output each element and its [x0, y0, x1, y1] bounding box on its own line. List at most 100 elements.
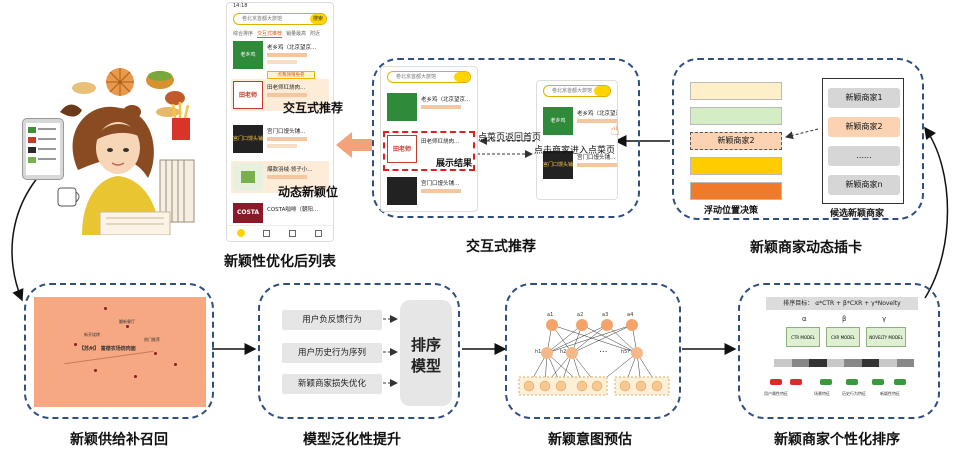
arrow-candidate-to-float [785, 128, 819, 140]
home-icon[interactable] [237, 229, 245, 237]
shop-card[interactable]: 田老师 田老师红烧肉... [231, 79, 329, 111]
callout-interactive: 交互式推荐 [283, 101, 344, 115]
candidate-item: ...... [828, 146, 900, 166]
phone-search-bar[interactable]: 卷北京首都大旅馆 [387, 71, 471, 83]
phone-status-time: 14:18 [233, 3, 248, 9]
feature-label: 用户属性特征 [764, 391, 788, 396]
green-bag-logo [233, 163, 263, 191]
recall-map: 【苏州】 富德农场烧肉面 翻新餐厅 新开烧烤 热门推荐 [34, 297, 206, 407]
feature-label: 历史行为特征 [842, 391, 866, 396]
label-candidates: 候选新颖商家 [830, 209, 885, 219]
shop-name: 田老师红烧肉... [267, 85, 306, 91]
feature-node [770, 379, 782, 385]
orange-arrow [336, 132, 372, 158]
map-label: 翻新餐厅 [119, 319, 135, 324]
novelty-model-box: NOVELTY MODEL [866, 327, 906, 347]
title-model-gen: 模型泛化性提升 [303, 432, 401, 448]
shop-card[interactable]: 宫门口馒头铺 宫门口馒头铺... [231, 123, 329, 155]
map-label: 【苏州】 富德农场烧肉面 [79, 346, 136, 352]
callout-dynamic: 动态新颖位 [278, 185, 339, 199]
weight-gamma: γ [882, 315, 887, 323]
costa-logo: COSTA [233, 203, 263, 223]
neural-network-diagram [518, 319, 670, 396]
phone-search-bar[interactable]: 卷北京首都大旅馆 [543, 85, 611, 97]
shop-card[interactable]: COSTA COSTA咖啡（朝阳... [231, 201, 329, 223]
nav-icon[interactable] [289, 230, 296, 237]
model-label-1: 排序 [410, 336, 441, 354]
coupon-badge[interactable]: 点我领限免卷 [267, 71, 315, 79]
shop-name: COSTA咖啡（朝阳... [267, 207, 319, 213]
insert-panel: 新颖商家2 浮动位置决策 新颖商家1 新颖商家2 ...... 新颖商家n 候选… [672, 58, 924, 220]
shop-card[interactable]: 老乡鸡（北京望京... [385, 91, 473, 123]
shop-card[interactable]: 爆款羽绒·领子小... [231, 161, 329, 193]
feature-label: 新颖性特征 [880, 391, 900, 396]
title-list-after: 新颖性优化后列表 [224, 254, 336, 270]
laoxiangji-logo: 老乡鸡 [233, 41, 263, 69]
highlight-result-box [383, 131, 475, 171]
rank-panel: 排序目标： α*CTR + β*CXR + γ*Novelty α β γ CT… [738, 283, 940, 419]
shop-name: 宫门口馒头铺... [267, 129, 306, 135]
woman-reading-figure [57, 68, 195, 236]
map-label: 热门推荐 [144, 337, 160, 342]
cxr-model-box: CXR MODEL [826, 327, 860, 347]
shop-card[interactable]: 老乡鸡 老乡鸡（北京望京... [231, 39, 329, 71]
input-loss-optimize: 新颖商家损失优化 [282, 374, 382, 394]
pointer-hand-icon: ☝ [610, 120, 620, 139]
node-label-a4: a4 [627, 312, 634, 318]
feature-node [820, 379, 832, 385]
phone-tab[interactable]: 附近 [310, 31, 321, 37]
interactive-phone-right: 卷北京首都大旅馆 老乡鸡 老乡鸡（北京望京... 宫门口馒头铺 宫门口馒头铺..… [536, 80, 618, 200]
node-label-hn: h5? [621, 349, 631, 355]
weight-alpha: α [802, 315, 807, 323]
intent-panel: a1 a2 a3 a4 h1 h2 h5? ... [505, 283, 681, 419]
phone-tabs: 综合排序 交互式推荐 销量最高 附近 [227, 27, 333, 41]
tianlaoshi-logo: 田老师 [233, 81, 263, 109]
phone-tab[interactable]: 销量最高 [286, 31, 307, 37]
feature-node [790, 379, 802, 385]
shop-name: 老乡鸡（北京望京... [267, 45, 317, 51]
ellipsis-dots: ... [599, 345, 608, 355]
arc-right-arrow [924, 126, 949, 299]
phone-search-text: 卷北京首都大旅馆 [242, 16, 283, 22]
candidate-item-selected: 新颖商家2 [828, 117, 900, 137]
shop-card[interactable]: 老乡鸡 老乡鸡（北京望京... [541, 105, 617, 137]
phone-search-button[interactable]: 搜索 [310, 14, 326, 24]
main-phone-screen: 14:18 卷北京首都大旅馆 搜索 综合排序 交互式推荐 销量最高 附近 老乡鸡… [226, 2, 334, 242]
shop-card[interactable]: 宫门口馒头铺 宫门口馒头铺... [541, 149, 617, 181]
node-label-h1: h1 [535, 349, 542, 355]
map-label: 新开烧烤 [84, 332, 100, 337]
shop-card[interactable]: 宫门口馒头铺... [385, 175, 473, 207]
label-return-home: 点菜页返回首页 [478, 133, 542, 143]
float-slot [690, 82, 782, 100]
phone-tab[interactable]: 综合排序 [233, 31, 254, 37]
woman-illustration [20, 60, 210, 236]
shop-card[interactable]: 田老师 田老师红烧肉... [385, 133, 473, 165]
node-label-h2: h2 [560, 349, 567, 355]
model-label-2: 模型 [410, 357, 441, 375]
phone-bottom-nav [227, 225, 333, 241]
interactive-phone-left: 卷北京首都大旅馆 老乡鸡（北京望京... 田老师 田老师红烧肉... 宫门口馒头… [380, 66, 478, 212]
float-position-stack: 新颖商家2 [690, 82, 782, 212]
node-label-a3: a3 [602, 312, 609, 318]
feature-node [872, 379, 884, 385]
weight-beta: β [842, 315, 847, 323]
input-negative-feedback: 用户负反馈行为 [282, 310, 382, 330]
shop-name: 爆款羽绒·领子小... [267, 167, 313, 173]
interactive-panel: 卷北京首都大旅馆 老乡鸡（北京望京... 田老师 田老师红烧肉... 宫门口馒头… [372, 58, 640, 218]
feature-label: 场景特征 [814, 391, 830, 396]
candidate-item: 新颖商家n [828, 175, 900, 195]
title-interactive: 交互式推荐 [466, 239, 536, 255]
float-slot-target: 新颖商家2 [690, 132, 782, 150]
label-show-result: 展示结果 [436, 159, 473, 169]
node-label-a1: a1 [547, 312, 554, 318]
nav-icon[interactable] [315, 230, 322, 237]
float-slot [690, 157, 782, 175]
phone-search-bar[interactable]: 卷北京首都大旅馆 搜索 [233, 13, 327, 25]
phone-tab-active[interactable]: 交互式推荐 [257, 31, 283, 38]
nav-icon[interactable] [263, 230, 270, 237]
float-slot [690, 107, 782, 125]
gongmenkou-logo: 宫门口馒头铺 [233, 125, 263, 153]
feature-node [894, 379, 906, 385]
recall-panel: 【苏州】 富德农场烧肉面 翻新餐厅 新开烧烤 热门推荐 [24, 283, 214, 419]
